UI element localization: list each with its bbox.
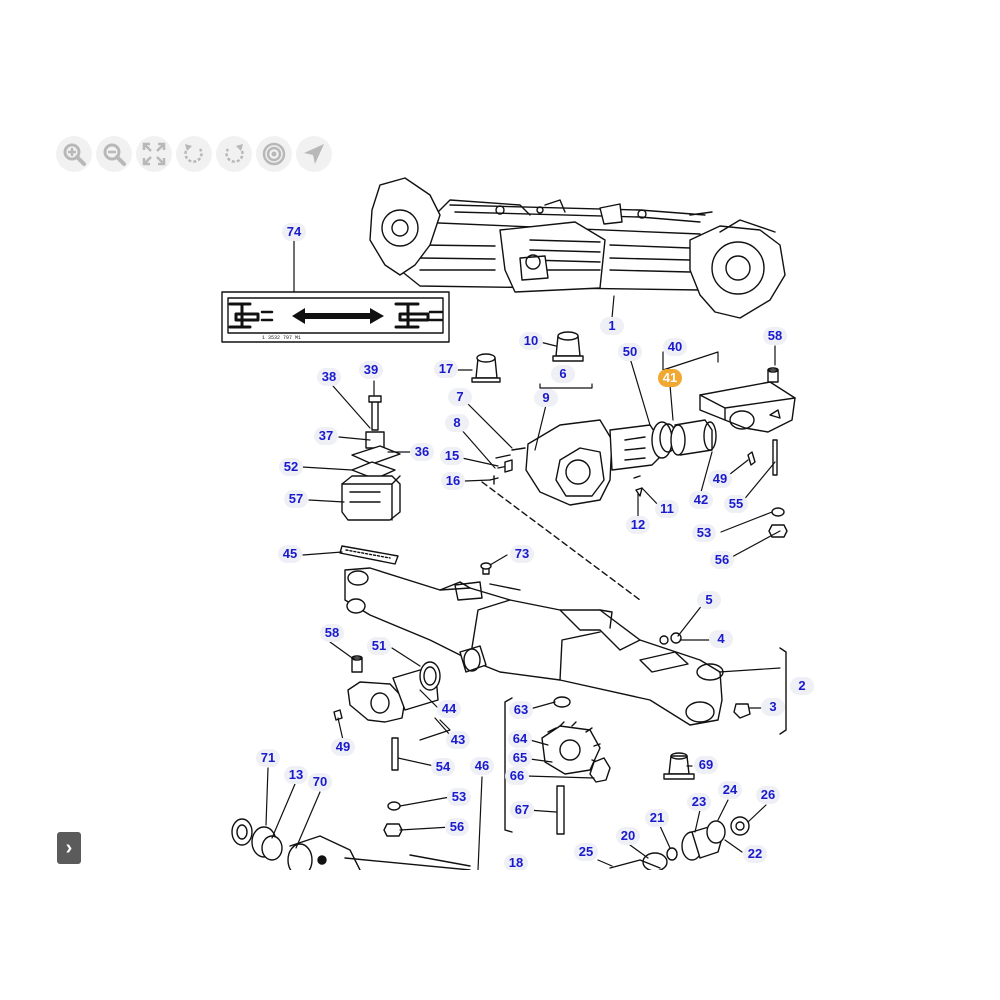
callout-64[interactable]: 64 (508, 730, 532, 748)
callout-55[interactable]: 55 (724, 495, 748, 513)
callout-38[interactable]: 38 (317, 368, 341, 386)
callout-10[interactable]: 10 (519, 332, 543, 350)
callout-4[interactable]: 4 (709, 630, 733, 648)
callout-26[interactable]: 26 (756, 786, 780, 804)
callout-11[interactable]: 11 (655, 500, 679, 518)
target-icon (262, 142, 286, 166)
callout-73[interactable]: 73 (510, 545, 534, 563)
fullscreen-icon (142, 142, 166, 166)
callout-23[interactable]: 23 (687, 793, 711, 811)
rotate-left-button[interactable] (176, 136, 212, 172)
mount-stack-drawing (341, 395, 401, 521)
callout-45[interactable]: 45 (278, 545, 302, 563)
zoom-out-icon (103, 143, 126, 166)
callout-57[interactable]: 57 (284, 490, 308, 508)
rotate-left-icon (184, 144, 203, 163)
callout-74[interactable]: 74 (282, 223, 306, 241)
leader-lines (265, 240, 781, 870)
locate-button[interactable] (296, 136, 332, 172)
axle-assembly-drawing (369, 177, 786, 319)
zoom-in-button[interactable] (56, 136, 92, 172)
chevron-right-icon: › (65, 837, 73, 859)
callout-9[interactable]: 9 (534, 389, 558, 407)
hub-parts-drawing (231, 816, 750, 870)
callout-37[interactable]: 37 (314, 427, 338, 445)
callout-3[interactable]: 3 (761, 698, 785, 716)
callout-24[interactable]: 24 (718, 781, 742, 799)
viewer-toolbar (56, 136, 332, 172)
fullscreen-button[interactable] (136, 136, 172, 172)
callout-8[interactable]: 8 (445, 414, 469, 432)
callout-49[interactable]: 49 (708, 470, 732, 488)
callout-15[interactable]: 15 (440, 447, 464, 465)
lower-bracket-drawing (333, 655, 441, 837)
callout-25[interactable]: 25 (574, 843, 598, 861)
gasket-drawing (339, 545, 492, 575)
callout-40[interactable]: 40 (663, 338, 687, 356)
callout-22[interactable]: 22 (743, 845, 767, 863)
bushing-drawings (471, 331, 584, 383)
callout-36[interactable]: 36 (410, 443, 434, 461)
decal-code: 1 3532 797 M1 (262, 335, 301, 341)
callout-17[interactable]: 17 (434, 360, 458, 378)
callout-13[interactable]: 13 (284, 766, 308, 784)
callout-43[interactable]: 43 (446, 731, 470, 749)
callout-54[interactable]: 54 (431, 758, 455, 776)
callout-52[interactable]: 52 (279, 458, 303, 476)
drive-mode-decal (221, 291, 450, 343)
callout-53[interactable]: 53 (447, 788, 471, 806)
exploded-axle-diagram: 1 3532 797 M1 (221, 177, 796, 870)
callout-39[interactable]: 39 (359, 361, 383, 379)
callout-21[interactable]: 21 (645, 809, 669, 827)
navigate-arrow-icon (304, 144, 324, 164)
callout-7[interactable]: 7 (448, 388, 472, 406)
callout-18[interactable]: 18 (504, 854, 528, 870)
callout-16[interactable]: 16 (441, 472, 465, 490)
callout-41[interactable]: 41 (658, 369, 682, 387)
callout-56[interactable]: 56 (710, 551, 734, 569)
rotate-right-icon (225, 144, 244, 163)
callout-70[interactable]: 70 (308, 773, 332, 791)
callout-46[interactable]: 46 (470, 757, 494, 775)
callout-65[interactable]: 65 (508, 749, 532, 767)
callout-58[interactable]: 58 (763, 327, 787, 345)
callout-42[interactable]: 42 (689, 491, 713, 509)
callout-53[interactable]: 53 (692, 524, 716, 542)
zoom-in-icon (63, 143, 86, 166)
callout-67[interactable]: 67 (510, 801, 534, 819)
callout-63[interactable]: 63 (509, 701, 533, 719)
callout-49[interactable]: 49 (331, 738, 355, 756)
callout-12[interactable]: 12 (626, 516, 650, 534)
callout-56[interactable]: 56 (445, 818, 469, 836)
callout-50[interactable]: 50 (618, 343, 642, 361)
callout-6[interactable]: 6 (551, 365, 575, 383)
callout-58[interactable]: 58 (320, 624, 344, 642)
callout-69[interactable]: 69 (694, 756, 718, 774)
zoom-out-button[interactable] (96, 136, 132, 172)
callout-51[interactable]: 51 (367, 637, 391, 655)
differential-drawing (541, 696, 695, 835)
callout-44[interactable]: 44 (437, 700, 461, 718)
reset-view-button[interactable] (256, 136, 292, 172)
axle-beam-drawing (344, 567, 724, 726)
callout-71[interactable]: 71 (256, 749, 280, 767)
callout-1[interactable]: 1 (600, 317, 624, 335)
callout-66[interactable]: 66 (505, 767, 529, 785)
callout-2[interactable]: 2 (790, 677, 814, 695)
housing-drawing (489, 367, 796, 538)
callout-5[interactable]: 5 (697, 591, 721, 609)
next-panel-button[interactable]: › (57, 832, 81, 864)
rotate-right-button[interactable] (216, 136, 252, 172)
callout-20[interactable]: 20 (616, 827, 640, 845)
